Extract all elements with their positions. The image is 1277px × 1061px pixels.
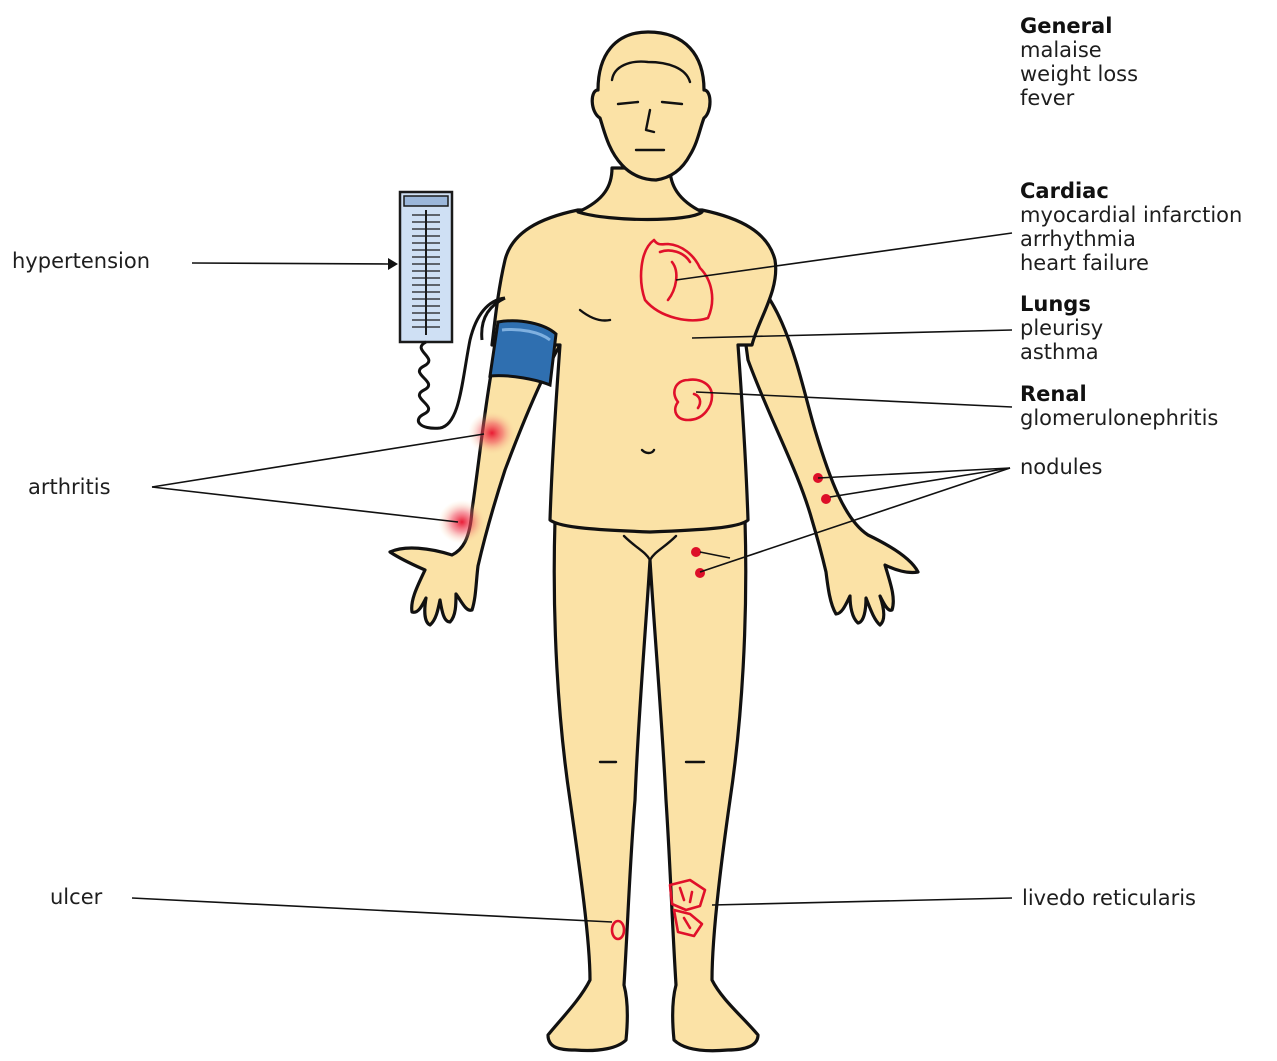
blood-pressure-gauge-icon: [400, 192, 452, 342]
group-cardiac: Cardiac myocardial infarction arrhythmia…: [1020, 179, 1242, 275]
label-arthritis: arthritis: [28, 475, 111, 499]
group-general-title: General: [1020, 14, 1112, 38]
hypertension-arrowhead: [388, 258, 398, 270]
group-cardiac-title: Cardiac: [1020, 179, 1109, 203]
group-general-item: fever: [1020, 86, 1075, 110]
group-cardiac-item: heart failure: [1020, 251, 1149, 275]
label-hypertension: hypertension: [12, 249, 150, 273]
group-renal-title: Renal: [1020, 382, 1087, 406]
blood-pressure-cuff-icon: [490, 321, 556, 385]
group-cardiac-item: myocardial infarction: [1020, 203, 1242, 227]
nodule-thigh-2: [695, 568, 705, 578]
arthritis-elbow-spot: [468, 411, 516, 455]
group-lungs-title: Lungs: [1020, 292, 1091, 316]
group-general: General malaise weight loss fever: [1020, 14, 1138, 110]
nodule-thigh-1: [691, 547, 701, 557]
arthritis-wrist-spot: [438, 500, 486, 544]
group-lungs-item: pleurisy: [1020, 316, 1103, 340]
group-cardiac-item: arrhythmia: [1020, 227, 1136, 251]
group-general-item: malaise: [1020, 38, 1102, 62]
label-ulcer: ulcer: [50, 885, 103, 909]
legs: [548, 520, 758, 1051]
label-livedo-reticularis: livedo reticularis: [1022, 886, 1196, 910]
label-nodules: nodules: [1020, 455, 1103, 479]
head: [592, 32, 710, 180]
group-renal-item: glomerulonephritis: [1020, 406, 1218, 430]
group-lungs: Lungs pleurisy asthma: [1020, 292, 1103, 364]
group-general-item: weight loss: [1020, 62, 1138, 86]
group-renal: Renal glomerulonephritis: [1020, 382, 1218, 430]
nodule-forearm-2: [821, 494, 831, 504]
group-lungs-item: asthma: [1020, 340, 1099, 364]
